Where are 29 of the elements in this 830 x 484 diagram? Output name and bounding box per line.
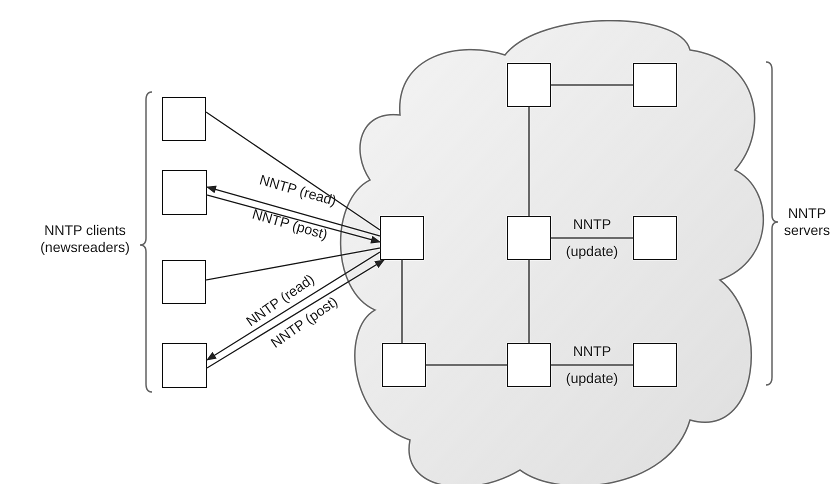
server-box: [380, 216, 424, 260]
server-box: [507, 216, 551, 260]
connector-line: [528, 107, 530, 216]
connector-line: [528, 260, 530, 343]
server-box: [162, 97, 206, 141]
edge-label: NNTP (update): [564, 215, 620, 261]
server-box: [633, 63, 677, 107]
server-box: [507, 343, 551, 387]
arrow: [206, 251, 380, 361]
server-box: [633, 343, 677, 387]
server-box: [633, 216, 677, 260]
connector-line: [551, 364, 633, 366]
connector-line: [551, 84, 633, 86]
server-box: [507, 63, 551, 107]
group-label: NNTP clients (newsreaders): [39, 222, 131, 256]
connector-line: [206, 247, 380, 281]
arrow: [206, 259, 385, 369]
arrow: [206, 186, 380, 237]
arrow: [206, 194, 381, 244]
connector-line: [426, 364, 507, 366]
group-label: NNTP servers: [784, 205, 830, 239]
server-box: [162, 170, 207, 215]
server-box: [162, 260, 206, 304]
server-box: [162, 343, 207, 388]
connector-line: [206, 111, 380, 231]
connector-line: [401, 260, 403, 343]
server-box: [382, 343, 426, 387]
edge-label: NNTP (update): [564, 342, 620, 388]
connector-line: [551, 237, 633, 239]
